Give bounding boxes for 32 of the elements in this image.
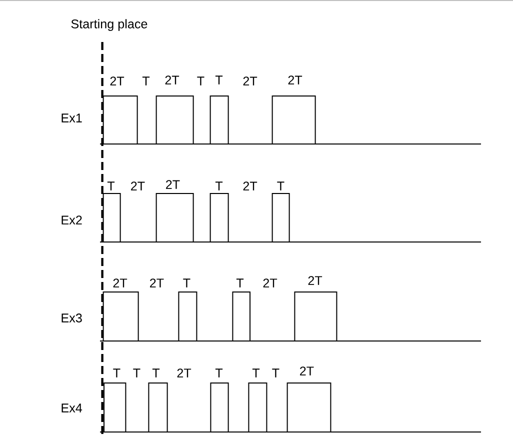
- duration-label: 2T: [166, 180, 180, 189]
- duration-label: T: [197, 76, 204, 86]
- duration-label: 2T: [308, 276, 322, 285]
- row-label: Ex2: [62, 216, 82, 224]
- duration-label: 2T: [110, 76, 124, 86]
- duration-label: 2T: [165, 76, 180, 84]
- duration-label: 2T: [288, 76, 302, 84]
- duration-label: 2T: [243, 76, 258, 86]
- duration-label: T: [236, 278, 244, 288]
- duration-label: 2T: [113, 278, 128, 288]
- duration-label: 2T: [243, 182, 258, 190]
- row-label: Ex1: [62, 114, 82, 122]
- duration-label: 2T: [263, 278, 278, 288]
- duration-label: T: [252, 368, 260, 378]
- duration-label: T: [142, 76, 150, 86]
- duration-label: T: [272, 368, 280, 378]
- duration-label: T: [107, 182, 115, 190]
- duration-label: T: [215, 368, 223, 378]
- duration-label: T: [183, 278, 190, 288]
- duration-label: T: [215, 182, 223, 190]
- duration-label: T: [133, 368, 140, 378]
- duration-label: T: [152, 368, 160, 378]
- duration-label: 2T: [131, 182, 145, 190]
- duration-label: T: [113, 368, 120, 378]
- row-label: Ex3: [62, 314, 82, 322]
- row-label: Ex4: [62, 404, 82, 412]
- duration-label: 2T: [300, 366, 314, 376]
- duration-label: 2T: [150, 278, 164, 288]
- start-label: Starting place: [71, 19, 148, 31]
- duration-label: T: [215, 76, 223, 84]
- duration-label: 2T: [177, 368, 192, 378]
- duration-label: T: [277, 182, 284, 190]
